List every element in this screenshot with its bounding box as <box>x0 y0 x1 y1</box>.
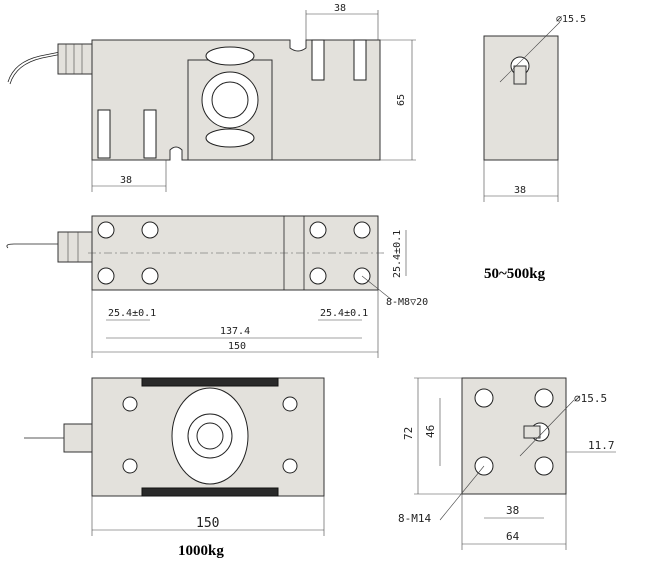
cable-edge <box>9 53 63 85</box>
leader <box>361 275 393 301</box>
leader <box>499 21 561 83</box>
bottom-strip <box>141 487 279 497</box>
dim-br-117: 11.7 <box>588 439 615 452</box>
capacity-large: 1000kg <box>178 543 224 559</box>
dim-mid-vert: 25.4±0.1 <box>392 230 403 278</box>
dim-top-38: 38 <box>334 3 346 14</box>
dim-br-38: 38 <box>506 504 519 517</box>
dim-top-65: 65 <box>396 94 407 106</box>
capacity-small: 50~500kg <box>484 266 546 282</box>
dim-side-38: 38 <box>514 185 526 196</box>
dim-mid-1374: 137.4 <box>220 326 250 337</box>
plan-view-large: 150 <box>24 377 325 536</box>
cable-gland <box>57 43 93 75</box>
dim-mid-hole: 8-M8▽20 <box>386 297 428 308</box>
cable-gland <box>57 231 95 263</box>
dim-br-46: 46 <box>424 425 437 438</box>
mount-holes <box>97 221 371 285</box>
dim-br-dia: ⌀15.5 <box>574 392 607 405</box>
dim-bottom-38: 38 <box>120 175 132 186</box>
front-view-small: 38 65 38 <box>7 3 416 192</box>
large-mount-holes <box>122 396 298 474</box>
plan-view-small: 25.4±0.1 8-M8▽20 25.4±0.1 25.4±0.1 137.4… <box>6 215 428 358</box>
side-boss <box>513 65 527 85</box>
dim-br-hole: 8-M14 <box>398 512 431 525</box>
dim-mid-left: 25.4±0.1 <box>108 308 156 319</box>
side-body <box>483 35 559 161</box>
threaded-holes <box>97 39 367 159</box>
dim-br-72: 72 <box>402 427 415 440</box>
center-bore <box>211 81 249 119</box>
dim-mid-150: 150 <box>228 341 246 352</box>
cable <box>6 243 62 249</box>
leader <box>519 399 575 457</box>
cable <box>7 51 61 83</box>
gauge-slot <box>205 128 255 148</box>
end-view-large: ⌀15.5 11.7 72 46 8-M14 38 64 <box>398 377 616 550</box>
dim-br-64: 64 <box>506 530 520 543</box>
dim-bot-150: 150 <box>196 516 219 531</box>
side-view-small: ⌀15.5 38 <box>483 14 586 202</box>
dim-mid-right: 25.4±0.1 <box>320 308 368 319</box>
dim-side-dia: ⌀15.5 <box>556 14 586 25</box>
end-boss <box>523 425 541 439</box>
large-bore <box>196 422 224 450</box>
cable-gland <box>63 423 95 453</box>
gauge-slot <box>205 46 255 66</box>
top-strip <box>141 377 279 387</box>
leader <box>439 465 485 521</box>
